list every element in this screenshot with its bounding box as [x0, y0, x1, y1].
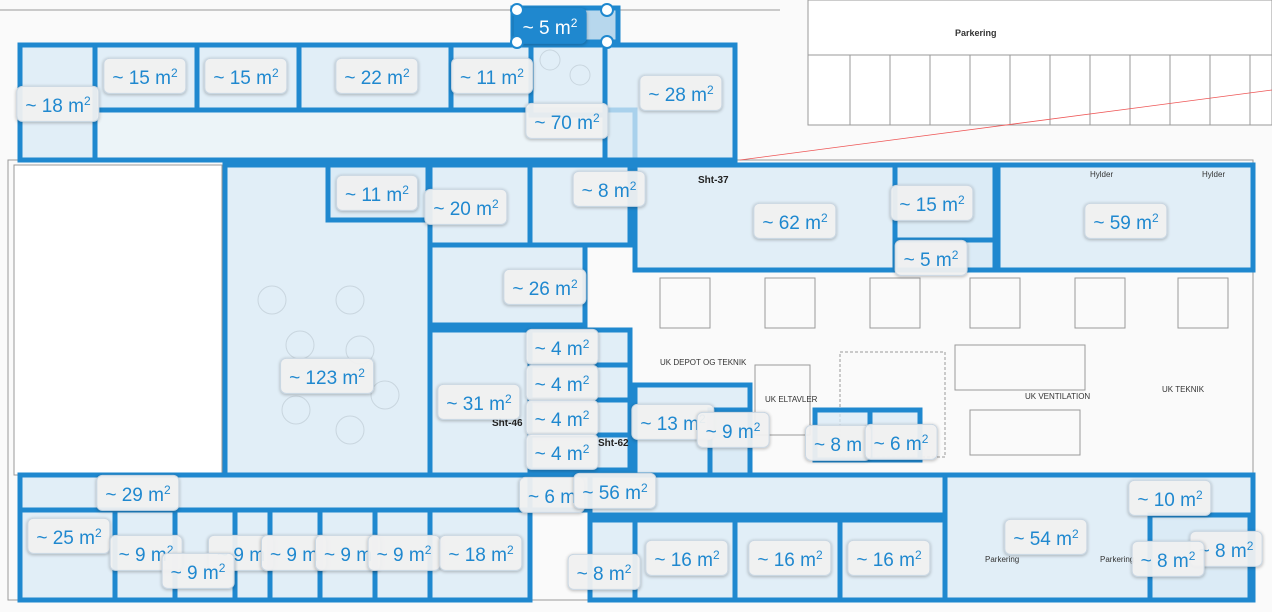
room-name-depot-teknik: UK DEPOT OG TEKNIK: [660, 358, 747, 367]
area-label[interactable]: ~ 8 m2: [572, 170, 646, 208]
area-label[interactable]: ~ 15 m2: [890, 184, 974, 222]
hylder-label-1: Hylder: [1090, 170, 1114, 179]
area-label[interactable]: ~ 16 m2: [748, 539, 832, 577]
room-name-eltavler: UK ELTAVLER: [765, 395, 818, 404]
area-label[interactable]: ~ 6 m2: [864, 423, 938, 461]
room-name-teknik: UK TEKNIK: [1162, 385, 1205, 394]
parkering-label-1: Parkering: [985, 555, 1020, 564]
sheet-tag-46[interactable]: Sht-46: [492, 418, 523, 429]
resize-handle-bottom-right[interactable]: [600, 35, 614, 49]
area-label[interactable]: ~ 5 m2: [894, 239, 968, 277]
area-label[interactable]: ~ 70 m2: [525, 102, 609, 140]
area-label[interactable]: ~ 25 m2: [27, 517, 111, 555]
area-label[interactable]: ~ 8 m: [804, 424, 872, 462]
area-label[interactable]: ~ 28 m2: [639, 74, 723, 112]
area-label[interactable]: ~ 20 m2: [424, 188, 508, 226]
area-label[interactable]: ~ 15 m2: [103, 57, 187, 95]
parkering-label-2: Parkering: [1100, 555, 1135, 564]
area-label[interactable]: ~ 123 m2: [280, 357, 374, 395]
area-label[interactable]: ~ 22 m2: [335, 57, 419, 95]
area-label[interactable]: ~ 9 m2: [696, 411, 770, 449]
area-label[interactable]: ~ 9 m2: [367, 534, 441, 572]
area-label[interactable]: ~ 62 m2: [753, 202, 837, 240]
area-label[interactable]: ~ 11 m2: [336, 174, 418, 212]
area-label[interactable]: ~ 26 m2: [503, 268, 587, 306]
area-label[interactable]: ~ 16 m2: [847, 539, 931, 577]
area-label[interactable]: ~ 11 m2: [451, 57, 533, 95]
hylder-label-2: Hylder: [1202, 170, 1226, 179]
area-label[interactable]: ~ 18 m2: [16, 85, 100, 123]
resize-handle-top-right[interactable]: [600, 3, 614, 17]
sheet-tag-37[interactable]: Sht-37: [698, 175, 729, 186]
area-label[interactable]: ~ 9 m2: [161, 552, 235, 590]
area-label[interactable]: ~ 8 m2: [567, 553, 641, 591]
area-label[interactable]: ~ 4 m2: [525, 433, 599, 471]
room-name-ventilation: UK VENTILATION: [1025, 392, 1091, 401]
area-label[interactable]: ~ 15 m2: [204, 57, 288, 95]
sheet-tag-62[interactable]: Sht-62: [598, 438, 629, 449]
area-label[interactable]: ~ 4 m2: [525, 399, 599, 437]
area-label[interactable]: ~ 4 m2: [525, 328, 599, 366]
parkering-top-label: Parkering: [955, 28, 997, 38]
resize-handle-bottom-left[interactable]: [510, 35, 524, 49]
resize-handle-top-left[interactable]: [510, 3, 524, 17]
area-label[interactable]: ~ 54 m2: [1004, 518, 1088, 556]
area-label[interactable]: ~ 59 m2: [1084, 202, 1168, 240]
area-label[interactable]: ~ 18 m2: [439, 534, 523, 572]
area-label[interactable]: ~ 29 m2: [96, 474, 180, 512]
area-label[interactable]: ~ 31 m2: [437, 383, 521, 421]
area-label[interactable]: ~ 4 m2: [525, 364, 599, 402]
area-label[interactable]: ~ 56 m2: [573, 472, 657, 510]
area-label[interactable]: ~ 8 m2: [1131, 540, 1205, 578]
area-label[interactable]: ~ 16 m2: [645, 539, 729, 577]
area-label[interactable]: ~ 10 m2: [1128, 479, 1212, 517]
selected-area-label[interactable]: ~ 5 m2: [513, 7, 587, 45]
